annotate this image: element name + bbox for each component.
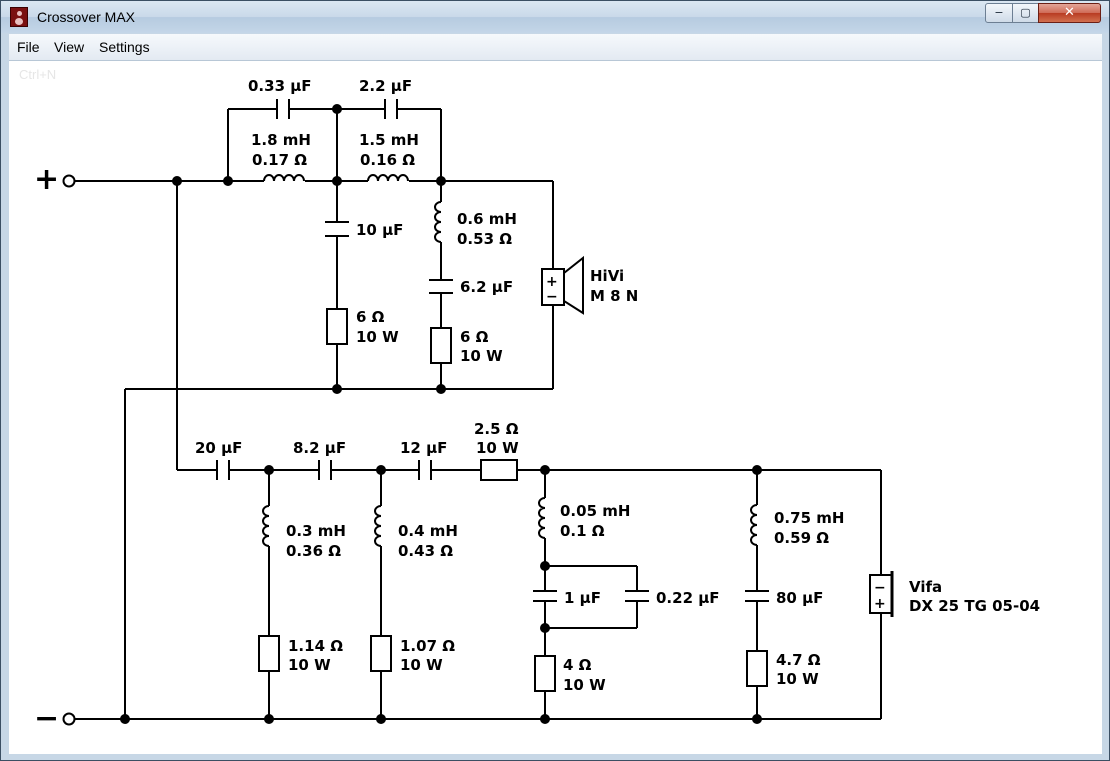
tweeter-c2[interactable]: 8.2 µF [293,439,346,480]
menu-bar: File View Settings [9,34,1102,61]
shortcut-hint: Ctrl+N [19,67,57,82]
minus-terminal[interactable] [62,712,76,726]
tweeter-minus-sign: − [874,580,886,596]
svg-text:10 W: 10 W [563,676,606,694]
svg-text:DX 25 TG 05-04: DX 25 TG 05-04 [909,597,1040,615]
svg-text:0.33 µF: 0.33 µF [248,77,312,95]
svg-text:8.2 µF: 8.2 µF [293,439,346,457]
svg-text:10 W: 10 W [476,439,519,457]
tweeter-la[interactable]: 0.3 mH 0.36 Ω [262,505,346,560]
svg-text:2.2 µF: 2.2 µF [359,77,412,95]
woofer-c-top1[interactable]: 0.33 µF [248,77,312,119]
plus-terminal-label: + [34,162,59,197]
tweeter-plus-sign: + [874,596,886,612]
plus-terminal[interactable] [62,174,76,188]
tweeter-wires [75,181,882,720]
close-button[interactable]: ✕ [1038,3,1101,23]
tweeter-cc2[interactable]: 0.22 µF [625,589,720,607]
svg-text:20 µF: 20 µF [195,439,242,457]
woofer-c-top2[interactable]: 2.2 µF [359,77,412,119]
svg-text:0.6 mH: 0.6 mH [457,210,517,228]
tweeter-cc1[interactable]: 1 µF [533,589,601,607]
woofer-r3[interactable]: 6 Ω 10 W [430,327,503,365]
woofer-l2[interactable]: 1.5 mH 0.16 Ω [359,131,419,182]
svg-text:1.5 mH: 1.5 mH [359,131,419,149]
terminals: + − [34,162,76,736]
svg-text:0.16 Ω: 0.16 Ω [360,151,415,169]
svg-text:Vifa: Vifa [909,578,942,596]
svg-text:0.36 Ω: 0.36 Ω [286,542,341,560]
tweeter-lc[interactable]: 0.05 mH 0.1 Ω [538,497,630,540]
junction-dots [120,104,762,724]
svg-text:1.07 Ω: 1.07 Ω [400,637,455,655]
tweeter-rc[interactable]: 4 Ω 10 W [534,655,606,694]
svg-text:10 µF: 10 µF [356,221,403,239]
tweeter-cd[interactable]: 80 µF [745,589,823,607]
woofer-c-shunt[interactable]: 10 µF [325,221,403,239]
tweeter-ra[interactable]: 1.14 Ω 10 W [258,635,343,674]
svg-text:10 W: 10 W [776,670,819,688]
tweeter-r-series[interactable]: 2.5 Ω 10 W [474,420,519,481]
svg-text:4 Ω: 4 Ω [563,656,592,674]
woofer-plus-sign: + [546,274,558,290]
woofer-r-shunt[interactable]: 6 Ω 10 W [326,308,399,346]
crossover-schematic: + − [34,77,1040,736]
close-icon: ✕ [1064,5,1075,20]
svg-text:0.43 Ω: 0.43 Ω [398,542,453,560]
svg-text:1.14 Ω: 1.14 Ω [288,637,343,655]
tweeter-c3[interactable]: 12 µF [400,439,447,480]
svg-text:0.75 mH: 0.75 mH [774,509,844,527]
tweeter-rb[interactable]: 1.07 Ω 10 W [370,635,455,674]
menu-file[interactable]: File [17,39,40,55]
svg-text:10 W: 10 W [288,656,331,674]
svg-text:10 W: 10 W [356,328,399,346]
svg-text:0.3 mH: 0.3 mH [286,522,346,540]
svg-text:12 µF: 12 µF [400,439,447,457]
tweeter-lb[interactable]: 0.4 mH 0.43 Ω [374,505,458,560]
tweeter-c1[interactable]: 20 µF [195,439,242,480]
woofer-c3[interactable]: 6.2 µF [429,278,513,296]
svg-text:10 W: 10 W [460,347,503,365]
svg-text:0.1 Ω: 0.1 Ω [560,522,605,540]
svg-text:0.4 mH: 0.4 mH [398,522,458,540]
svg-text:6.2 µF: 6.2 µF [460,278,513,296]
tweeter-driver[interactable]: − + Vifa DX 25 TG 05-04 [869,571,1040,617]
svg-text:M 8 N: M 8 N [590,287,638,305]
minimize-icon: − [994,6,1004,19]
speaker-app-icon [10,7,28,27]
tweeter-rd[interactable]: 4.7 Ω 10 W [746,650,821,688]
svg-text:1.8 mH: 1.8 mH [251,131,311,149]
minimize-button[interactable]: − [985,3,1013,23]
svg-text:0.05 mH: 0.05 mH [560,502,630,520]
svg-text:0.53 Ω: 0.53 Ω [457,230,512,248]
window-title: Crossover MAX [37,9,136,25]
schematic-canvas[interactable]: Ctrl+N + − [9,61,1102,754]
svg-text:2.5 Ω: 2.5 Ω [474,420,519,438]
woofer-l1[interactable]: 1.8 mH 0.17 Ω [251,131,311,182]
minus-terminal-label: − [34,701,59,736]
menu-view[interactable]: View [54,39,85,55]
woofer-minus-sign: − [546,289,558,305]
maximize-icon: ▢ [1020,6,1031,19]
svg-text:HiVi: HiVi [590,267,624,285]
svg-text:1 µF: 1 µF [564,589,601,607]
tweeter-ld[interactable]: 0.75 mH 0.59 Ω [750,504,844,547]
title-bar[interactable]: Crossover MAX − ▢ ✕ [1,1,1109,33]
svg-text:6 Ω: 6 Ω [460,328,489,346]
svg-text:0.22 µF: 0.22 µF [656,589,720,607]
svg-text:10 W: 10 W [400,656,443,674]
woofer-driver[interactable]: + − HiVi M 8 N [541,255,638,315]
svg-text:4.7 Ω: 4.7 Ω [776,651,821,669]
svg-text:80 µF: 80 µF [776,589,823,607]
woofer-l3[interactable]: 0.6 mH 0.53 Ω [434,201,517,248]
svg-text:0.59 Ω: 0.59 Ω [774,529,829,547]
maximize-button[interactable]: ▢ [1012,3,1039,23]
svg-text:6 Ω: 6 Ω [356,308,385,326]
svg-text:0.17 Ω: 0.17 Ω [252,151,307,169]
menu-settings[interactable]: Settings [99,39,150,55]
